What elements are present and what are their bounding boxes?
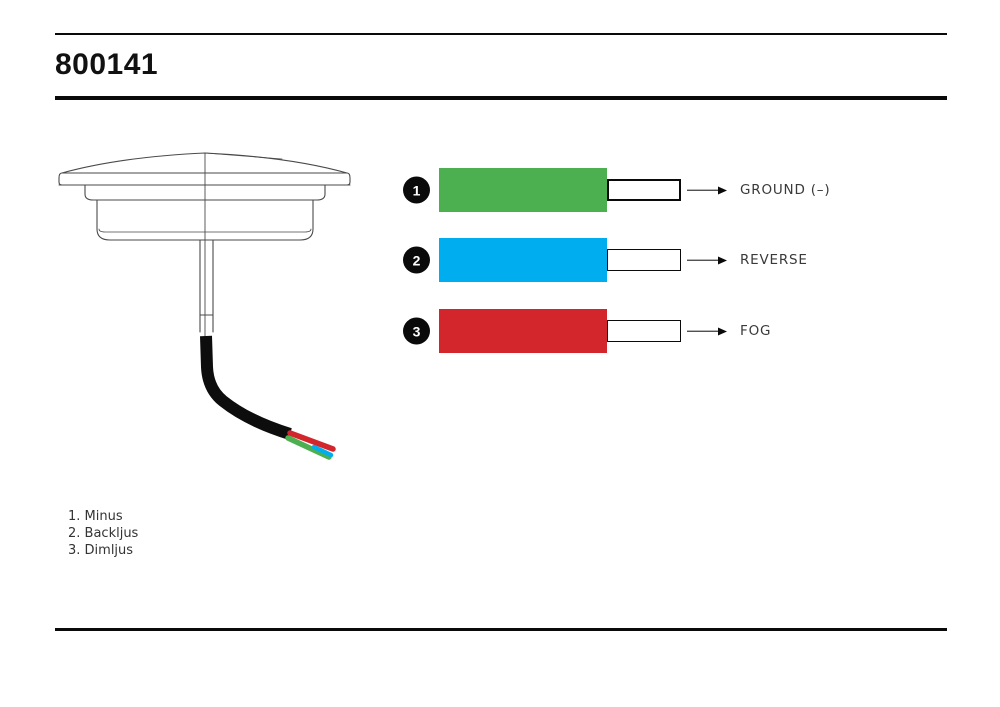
terminal-box <box>607 179 681 201</box>
wire-row-fog: 3 FOG <box>400 309 960 353</box>
arrow-right-icon <box>687 186 727 195</box>
top-rule <box>55 33 947 35</box>
arrow-right-icon <box>687 327 727 336</box>
header-rule <box>55 96 947 100</box>
wire-number-badge: 3 <box>403 317 430 345</box>
wire-function-label: GROUND (–) <box>740 182 831 198</box>
legend-item-dimljus: 3. Dimljus <box>68 543 134 558</box>
terminal-box <box>607 249 681 271</box>
wire-number-badge: 1 <box>403 176 430 204</box>
wire-color-swatch-red <box>439 309 607 353</box>
wire-row-ground: 1 GROUND (–) <box>400 168 960 212</box>
wire-color-swatch-green <box>439 168 607 212</box>
terminal-box <box>607 320 681 342</box>
page-title: 800141 <box>55 48 159 81</box>
wire-color-swatch-blue <box>439 238 607 282</box>
wire-function-label: FOG <box>740 323 772 339</box>
arrow-right-icon <box>687 256 727 265</box>
wire-number-badge: 2 <box>403 246 430 274</box>
bottom-rule <box>55 628 947 631</box>
lamp-line-drawing <box>58 152 351 460</box>
wire-row-reverse: 2 REVERSE <box>400 238 960 282</box>
legend-item-minus: 1. Minus <box>68 509 123 524</box>
wire-legend-list: 1. Minus 2. Backljus 3. Dimljus <box>68 508 138 559</box>
legend-item-backljus: 2. Backljus <box>68 526 139 541</box>
wire-function-label: REVERSE <box>740 252 808 268</box>
